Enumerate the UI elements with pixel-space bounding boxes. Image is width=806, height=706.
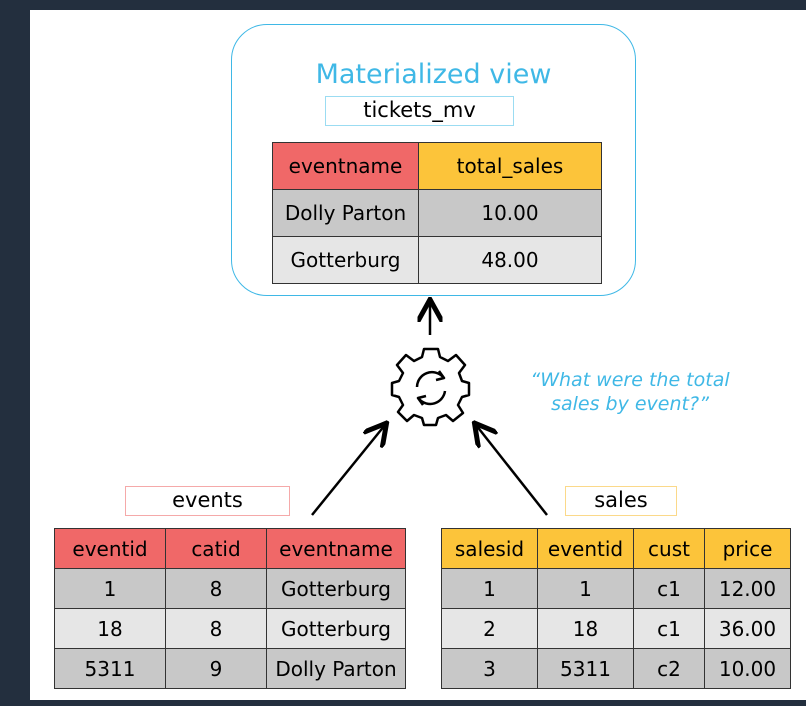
table-cell: Dolly Parton (272, 189, 419, 237)
column-header: catid (165, 528, 267, 569)
table-header-row: eventid catid eventname (54, 528, 406, 569)
table-cell: 9 (165, 648, 267, 689)
table-cell: 1 (441, 568, 538, 609)
column-header: cust (633, 528, 705, 569)
connector-layer (311, 10, 548, 516)
table-cell: 8 (165, 608, 267, 649)
sales-table-name: sales (565, 486, 677, 516)
table-cell: 1 (537, 568, 634, 609)
table-cell: Gotterburg (266, 568, 406, 609)
table-row: 5311 9 Dolly Parton (54, 648, 406, 689)
table-cell: 18 (537, 608, 634, 649)
table-row: Gotterburg 48.00 (272, 236, 602, 284)
column-header: price (704, 528, 791, 569)
table-cell: 48.00 (418, 236, 602, 284)
tickets-mv-table: eventname total_sales Dolly Parton 10.00… (272, 142, 602, 284)
materialized-view-title: Materialized view (315, 59, 552, 90)
arrow-from-events (311, 425, 385, 516)
question-annotation: “What were the total sales by event?” (500, 368, 760, 416)
table-cell: Gotterburg (272, 236, 419, 284)
table-row: 1 1 c1 12.00 (441, 568, 791, 609)
table-cell: 10.00 (418, 189, 602, 237)
mv-table-name: tickets_mv (325, 96, 514, 126)
table-row: 18 8 Gotterburg (54, 608, 406, 649)
table-row: 2 18 c1 36.00 (441, 608, 791, 649)
column-header: eventname (272, 142, 419, 190)
table-row: Dolly Parton 10.00 (272, 189, 602, 237)
materialized-view-container: Materialized view (231, 24, 636, 296)
sales-table: salesid eventid cust price 1 1 c1 12.00 … (441, 528, 791, 689)
table-cell: c2 (633, 648, 705, 689)
events-table-name: events (125, 486, 290, 516)
table-cell: 10.00 (704, 648, 791, 689)
column-header: total_sales (418, 142, 602, 190)
table-cell: 3 (441, 648, 538, 689)
table-cell: Dolly Parton (266, 648, 406, 689)
table-cell: 12.00 (704, 568, 791, 609)
table-row: 3 5311 c2 10.00 (441, 648, 791, 689)
table-row: 1 8 Gotterburg (54, 568, 406, 609)
question-line: “What were the total (530, 369, 730, 391)
column-header: eventid (54, 528, 166, 569)
refresh-gear-icon (390, 347, 471, 427)
table-cell: 2 (441, 608, 538, 649)
table-cell: 5311 (54, 648, 166, 689)
table-cell: 18 (54, 608, 166, 649)
table-cell: 5311 (537, 648, 634, 689)
table-cell: 36.00 (704, 608, 791, 649)
arrow-from-sales (476, 425, 548, 516)
column-header: salesid (441, 528, 538, 569)
table-cell: 1 (54, 568, 166, 609)
events-table: eventid catid eventname 1 8 Gotterburg 1… (54, 528, 406, 689)
table-cell: 8 (165, 568, 267, 609)
question-line: sales by event?” (551, 393, 709, 415)
column-header: eventname (266, 528, 406, 569)
table-header-row: eventname total_sales (272, 142, 602, 190)
diagram-canvas: Materialized view tickets_mv eventname t… (30, 10, 806, 700)
